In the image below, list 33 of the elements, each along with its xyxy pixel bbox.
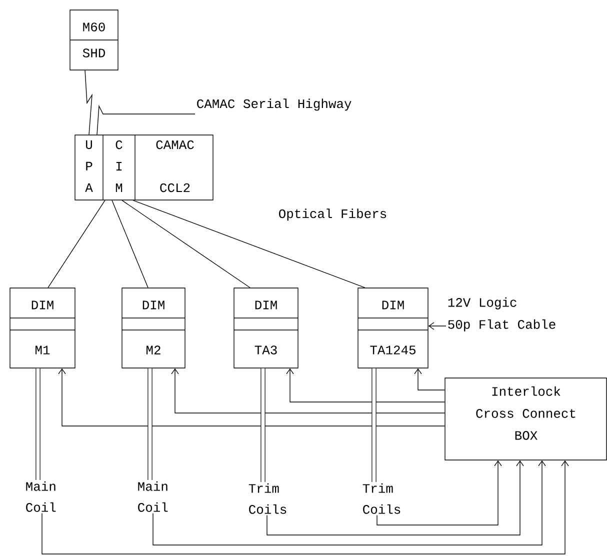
interlock-box: Interlock Cross Connect BOX [444, 378, 607, 460]
signal-arrow [414, 368, 445, 390]
signal-arrow [42, 460, 569, 554]
module-box: DIM M1 [10, 288, 76, 368]
signal-arrow [152, 460, 546, 546]
crate-box: U P A C I M CAMAC CCL2 [74, 134, 214, 200]
signal-arrow [428, 322, 446, 330]
fiber-label: Optical Fibers [279, 208, 386, 221]
module-box: M60 SHD [70, 10, 118, 70]
module-box: DIM TA3 [234, 288, 298, 368]
signal-arrow [286, 368, 445, 402]
signal-arrow [376, 460, 502, 526]
cable-label: 12V Logic 50p Flat Cable [448, 297, 556, 332]
module-box: DIM TA1245 [358, 288, 428, 368]
connector-line [48, 200, 106, 288]
coil-label: Main Coil [26, 481, 56, 512]
connector-line [122, 200, 250, 288]
connector-line [132, 200, 366, 288]
coil-label: Main Coil [138, 481, 168, 512]
cable-line [260, 368, 266, 482]
coil-label: Trim Coils [248, 483, 286, 514]
signal-arrow [171, 368, 445, 414]
module-box: DIM M2 [122, 288, 186, 368]
cable-line [372, 368, 376, 482]
signal-arrow [58, 368, 445, 426]
connector-line [96, 104, 196, 135]
cable-line [148, 368, 152, 480]
highway-label: CAMAC Serial Highway [197, 98, 352, 111]
cable-line [36, 368, 40, 480]
connector-line [112, 200, 148, 288]
coil-label: Trim Coils [362, 483, 400, 514]
signal-arrow [266, 460, 524, 536]
connector-line [84, 70, 92, 135]
